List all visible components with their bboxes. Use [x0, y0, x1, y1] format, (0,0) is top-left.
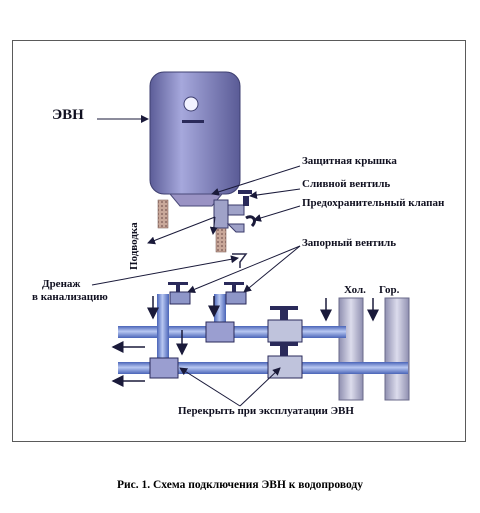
lower-pipe	[118, 362, 408, 374]
shutoff-valve-label: Запорный вентиль	[302, 237, 397, 249]
safety-valve-label: Предохранительный клапан	[302, 197, 445, 209]
main-valve-lower	[267, 342, 303, 379]
shutoff-valve-hot	[168, 282, 191, 305]
water-heater-tank	[149, 71, 241, 195]
leader-lines	[91, 115, 301, 407]
hot-riser	[384, 297, 410, 401]
cold-label: Хол.	[344, 284, 366, 296]
main-valve-upper	[267, 306, 303, 343]
valve-assembly	[213, 190, 256, 233]
supply-hose-left	[157, 199, 169, 229]
hot-label: Гор.	[379, 284, 400, 296]
drainage-label-line2: в канализацию	[32, 291, 108, 303]
tee-cold	[205, 321, 235, 343]
block-label: Перекрыть при эксплуатации ЭВН	[178, 405, 354, 417]
supply-hose-right	[215, 225, 227, 253]
flow-arrows	[111, 296, 379, 387]
drainage-label-line1: Дренаж	[42, 278, 81, 290]
supply-label: Подводка	[128, 222, 140, 270]
thermostat-knob	[183, 96, 199, 112]
safety-valve-lever	[245, 215, 256, 228]
diagram-frame	[12, 40, 466, 442]
drain-funnel	[232, 253, 248, 268]
cold-riser	[338, 297, 364, 401]
indicator-bar	[182, 120, 204, 123]
hot-vertical-pipe	[157, 294, 169, 374]
figure-caption: Рис. 1. Схема подключения ЭВН к водопров…	[117, 479, 363, 491]
evn-label: ЭВН	[52, 107, 84, 123]
shutoff-valve-cold	[224, 282, 247, 305]
cover-label: Защитная крышка	[302, 155, 397, 167]
tee-hot	[149, 357, 179, 379]
protective-cover	[168, 193, 224, 207]
drain-valve-label: Сливной вентиль	[302, 178, 391, 190]
drain-valve-handle	[238, 190, 252, 194]
